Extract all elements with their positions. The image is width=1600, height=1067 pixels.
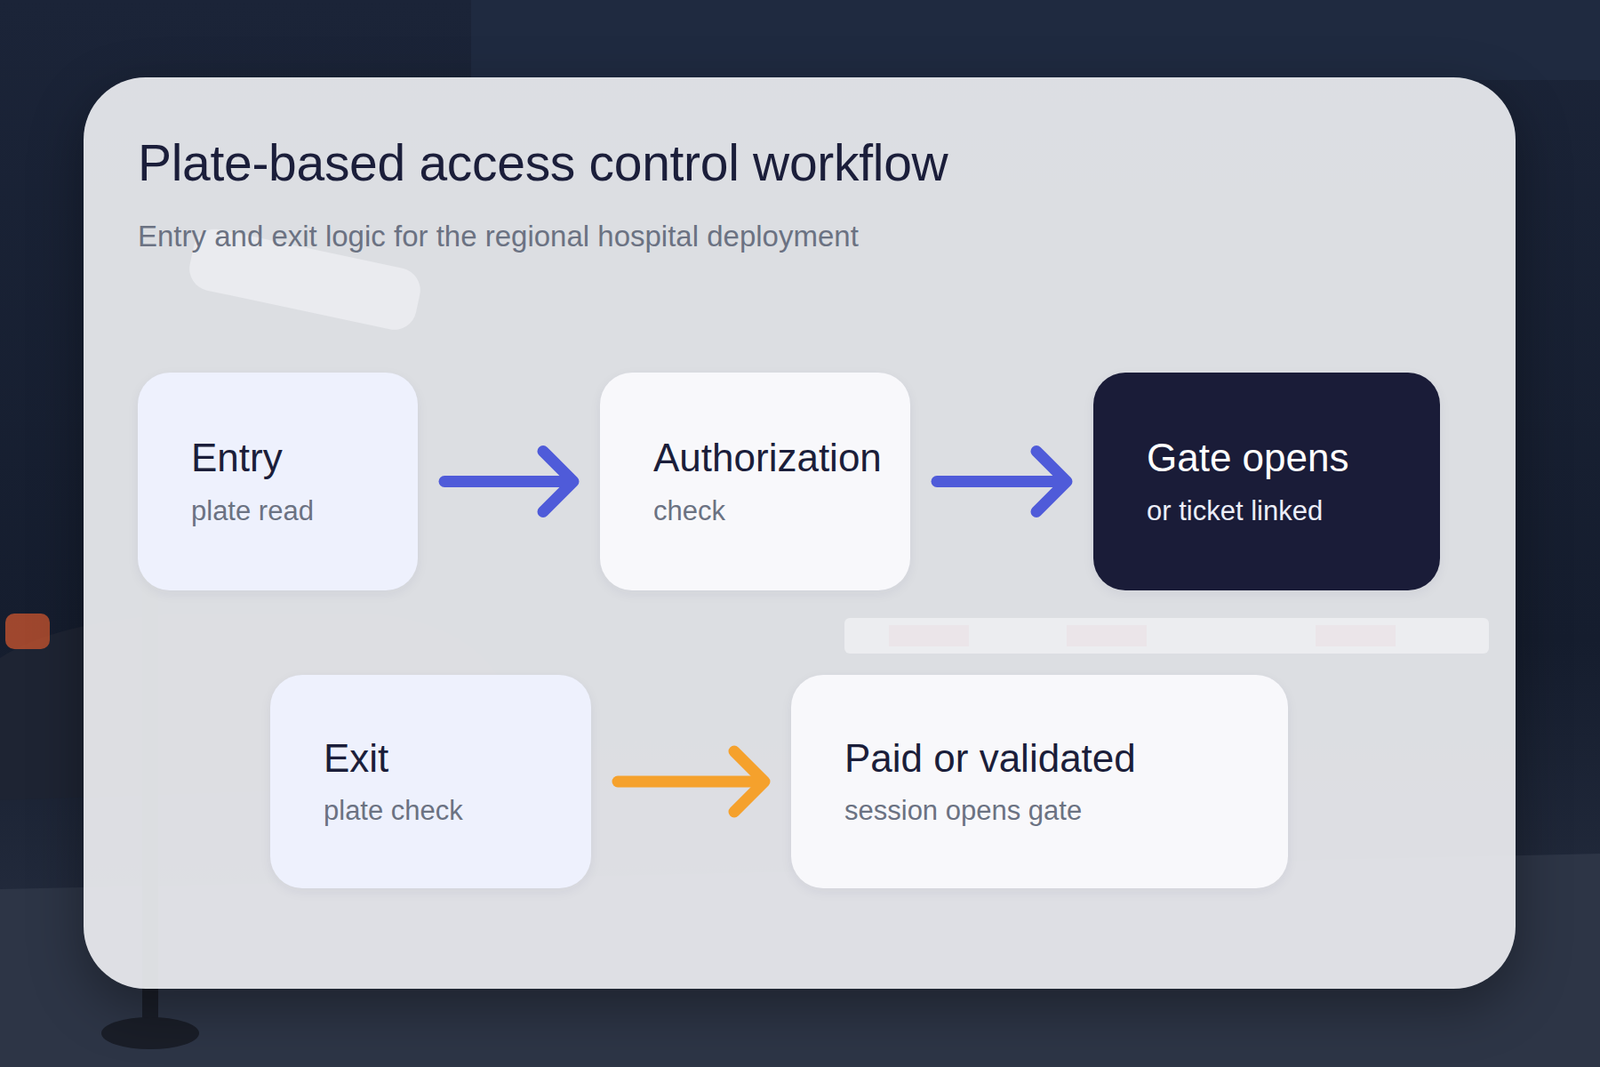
- pole-base: [101, 1016, 200, 1049]
- flow-arrow: [617, 751, 765, 812]
- box-subtext: check: [653, 496, 884, 527]
- process-box: Entry plate read: [137, 372, 418, 591]
- ceiling-beam: [471, 0, 1600, 80]
- arrow-head: [543, 451, 574, 512]
- box-subtext: plate check: [323, 795, 565, 826]
- box-heading: Exit: [323, 736, 565, 780]
- arrow-head: [734, 751, 765, 812]
- diagram-title: Plate-based access control workflow: [137, 133, 948, 192]
- diagram-caption: Entry and exit logic for the regional ho…: [137, 219, 859, 254]
- box-heading: Gate opens: [1146, 436, 1414, 480]
- box-subtext: plate read: [191, 496, 392, 527]
- arrow-head: [1036, 451, 1067, 512]
- process-box: Gate opens or ticket linked: [1093, 372, 1440, 591]
- process-box: Paid or validated session opens gate: [791, 674, 1288, 888]
- box-heading: Paid or validated: [844, 736, 1262, 780]
- box-heading: Authorization: [653, 436, 884, 480]
- box-heading: Entry: [191, 436, 392, 480]
- flow-arrow: [936, 451, 1067, 512]
- process-box: Authorization check: [600, 372, 911, 591]
- arrow-shaft: [617, 776, 760, 788]
- flow-arrow: [444, 451, 574, 512]
- arrow-shaft: [444, 475, 568, 488]
- box-subtext: or ticket linked: [1146, 496, 1414, 527]
- box-subtext: session opens gate: [844, 795, 1262, 826]
- arrow-shaft: [936, 475, 1062, 488]
- car-taillight: [5, 613, 50, 649]
- process-box: Exit plate check: [270, 674, 592, 888]
